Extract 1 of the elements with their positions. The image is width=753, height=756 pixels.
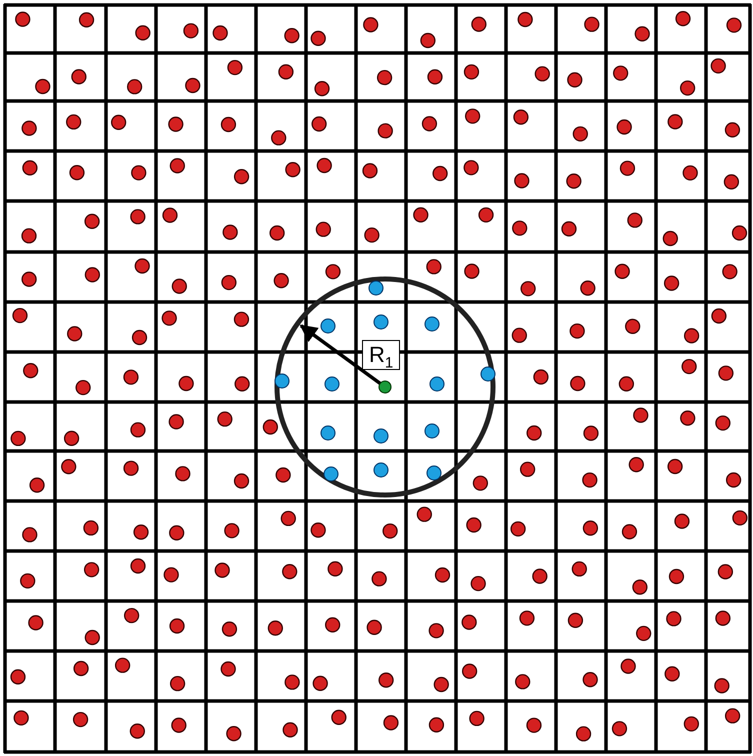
radius-label: R$_{1}$ [362, 340, 400, 370]
